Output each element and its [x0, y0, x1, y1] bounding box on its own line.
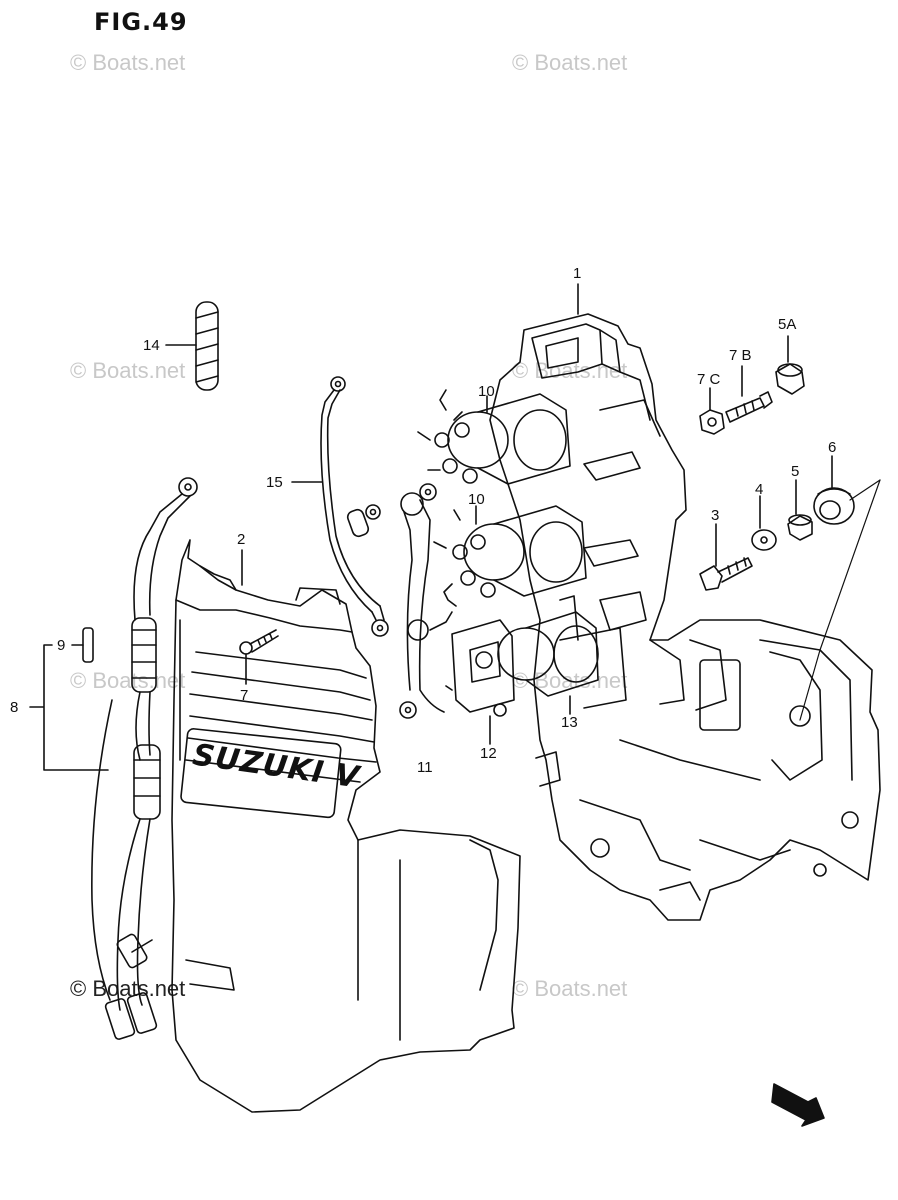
watermark: © Boats.net	[512, 50, 628, 75]
watermark: © Boats.net	[70, 976, 186, 1001]
watermark: © Boats.net	[512, 976, 628, 1001]
callout-3: 3	[711, 507, 720, 524]
part-6-grommet	[813, 487, 855, 525]
callout-12: 12	[480, 745, 497, 762]
callout-10-lower: 10	[468, 491, 485, 508]
callout-5: 5	[791, 463, 800, 480]
part-8-wiring-harness	[91, 477, 198, 1040]
watermark: © Boats.net	[512, 358, 628, 383]
part-10-relay-upper	[417, 389, 571, 485]
part-1-mounting-bracket	[489, 313, 881, 921]
part-3-bolt	[699, 557, 753, 591]
watermark: © Boats.net	[70, 358, 186, 383]
part-7-screw	[239, 629, 279, 655]
part-5-collar	[787, 514, 813, 541]
part-12-starter-relay	[443, 583, 515, 717]
part-5a-collar	[775, 363, 805, 395]
fwd-badge-shape	[771, 1083, 825, 1127]
callout-2: 2	[237, 531, 246, 548]
bracket-8	[29, 644, 109, 771]
assembly-guide-line	[799, 479, 881, 721]
part-14-spiral-tube	[195, 301, 219, 391]
callout-7b: 7 B	[729, 347, 752, 364]
callout-6: 6	[828, 439, 837, 456]
part-4-washer	[751, 529, 777, 551]
callout-10-upper: 10	[478, 383, 495, 400]
callout-1: 1	[573, 265, 582, 282]
callout-8: 8	[10, 699, 19, 716]
part-11-wire-lead	[399, 483, 453, 719]
callout-13: 13	[561, 714, 578, 731]
part-7c-nut	[699, 409, 725, 435]
callout-9: 9	[57, 637, 66, 654]
callout-4: 4	[755, 481, 764, 498]
callout-5a: 5A	[778, 316, 797, 333]
callout-7: 7	[240, 687, 249, 704]
part-10-relay-lower	[433, 505, 587, 598]
figure-title: FIG.49	[94, 8, 188, 36]
part-15-lead-wire	[320, 376, 389, 637]
callout-11: 11	[417, 759, 433, 776]
callout-7c: 7 C	[697, 371, 721, 388]
callout-15: 15	[266, 474, 283, 491]
callout-14: 14	[143, 337, 160, 354]
part-2-electrical-cover	[171, 539, 521, 1113]
watermark: © Boats.net	[70, 668, 186, 693]
watermark: © Boats.net	[70, 50, 186, 75]
part-9-fuse	[82, 627, 94, 663]
part-7b-bolt	[725, 391, 773, 423]
